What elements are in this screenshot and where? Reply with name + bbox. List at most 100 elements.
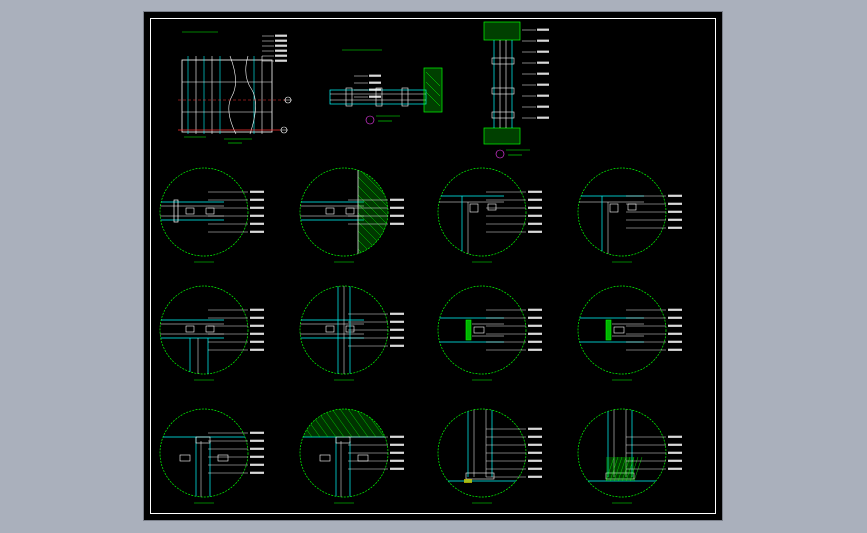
leader-label-mark [537,72,549,75]
callout-label-mark [390,222,404,225]
callout-label-mark [528,467,542,470]
detail-geometry [438,317,504,343]
callout-label-mark [528,348,542,351]
leader-label-mark [537,94,549,97]
detail-circle [159,408,249,498]
callout-label-mark [668,443,682,446]
callout-label-mark [528,316,542,319]
callout-label-mark [528,459,542,462]
callout-label-mark [250,332,264,335]
detail-5 [159,285,264,381]
vertical-section-leader-callouts [522,28,549,119]
stud-profile [319,454,331,462]
leader-label-mark [369,95,381,98]
callout-label-mark [668,348,682,351]
callout-label-mark [390,451,404,454]
floor-track [465,472,495,480]
detail-1 [159,167,264,263]
callout-label-mark [250,324,264,327]
stud-profile [345,207,355,215]
callout-label-mark [528,308,542,311]
floor-track [605,472,635,480]
stud-profile [613,326,625,334]
stud-profile [357,454,369,462]
detail-circle [159,285,249,375]
callout-label-mark [250,471,264,474]
elevation-view [178,31,292,144]
callout-label-mark [390,344,404,347]
stud-profile [205,325,215,333]
callout-label-mark [390,198,404,201]
stud-profile [473,326,485,334]
callout-label-mark [528,214,542,217]
callout-label-mark [390,443,404,446]
detail-geometry [160,436,248,497]
plinth-hatch [609,456,619,482]
leader-label-mark [275,49,287,52]
stud-profile [205,207,215,215]
detail-11 [437,408,542,504]
stud-profile [325,207,335,215]
wall-hatch [357,168,388,173]
stud-profile [179,454,191,462]
callout-label-mark [668,210,682,213]
wall-hatch [357,239,388,256]
callout-label-mark [250,198,264,201]
leader-label-mark [537,105,549,108]
leader-label-mark [537,61,549,64]
callout-label-mark [250,431,264,434]
slab-fill [300,409,388,437]
stud-profile [185,207,195,215]
callout-label-mark [528,222,542,225]
callout-label-mark [528,340,542,343]
cad-drawing-canvas [159,21,682,504]
callout-label-mark [250,348,264,351]
slab-hatch [300,409,313,438]
callout-label-mark [668,451,682,454]
head-track [195,436,211,444]
leader-label-mark [275,54,287,57]
vertical-section-view [483,21,530,159]
detail-6 [299,285,404,381]
slab-hatch [387,409,388,438]
callout-label-mark [668,435,682,438]
callout-label-mark [250,455,264,458]
detail-4 [577,167,682,263]
detail-geometry [300,114,398,256]
detail-3 [437,167,542,263]
callout-label-mark [668,332,682,335]
wall-hatch [357,168,388,209]
leader-label-mark [369,74,381,77]
leader-label-mark [275,34,287,37]
callout-label-mark [668,459,682,462]
callout-label-mark [528,427,542,430]
leader-label-mark [537,39,549,42]
detail-geometry [578,195,644,256]
detail-geometry [438,409,526,483]
leader-label-mark [537,28,549,31]
slab-hatch [339,409,361,438]
callout-label-mark [250,308,264,311]
callout-label-mark [250,340,264,343]
detail-geometry [160,199,224,223]
callout-label-mark [390,214,404,217]
wall-hatch [357,176,388,218]
callout-label-mark [668,308,682,311]
leader-label-mark [537,50,549,53]
callout-label-mark [250,439,264,442]
detail-circle [159,167,249,257]
callout-label-mark [390,320,404,323]
callout-label-mark [250,230,264,233]
callout-label-mark [250,447,264,450]
callout-label-mark [668,316,682,319]
head-track [335,436,351,444]
detail-geometry [160,319,224,374]
callout-label-mark [250,316,264,319]
callout-label-mark [528,230,542,233]
drawing-frame-border [150,18,716,514]
slab-hatch [276,409,296,437]
detail-circle-grid [159,114,682,504]
callout-label-mark [250,190,264,193]
wall-hatch [358,114,398,154]
callout-label-mark [250,214,264,217]
